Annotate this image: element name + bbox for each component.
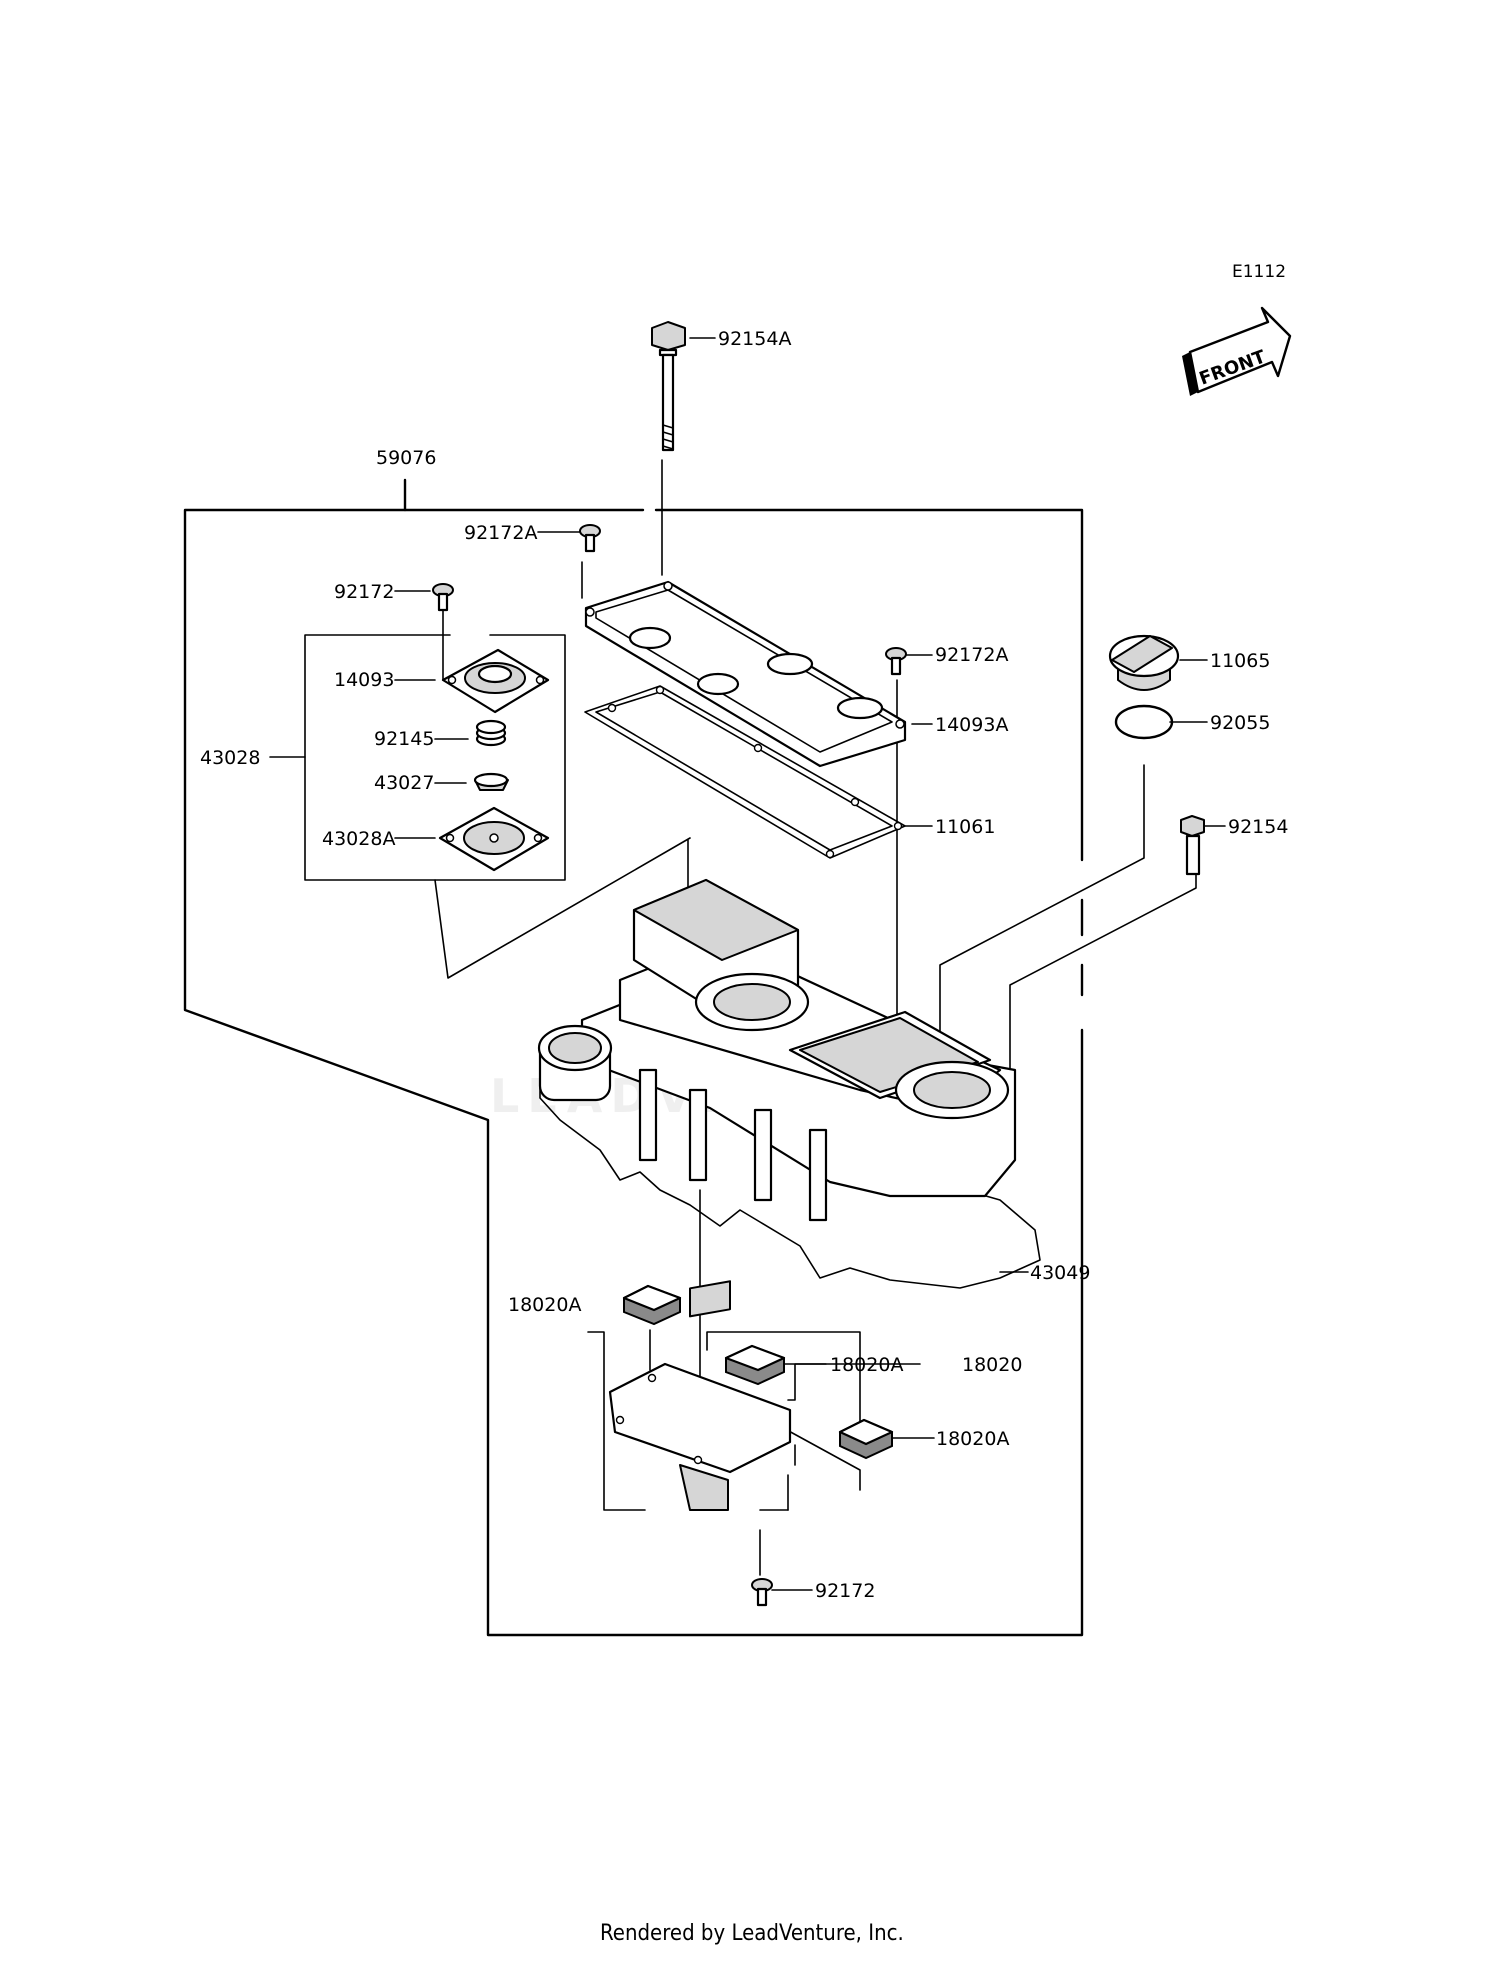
label-43049: 43049 <box>1030 1262 1090 1284</box>
label-43027: 43027 <box>374 772 434 794</box>
label-92172-left: 92172 <box>334 581 394 603</box>
label-14093A: 14093A <box>935 714 1008 736</box>
gasket-11061 <box>584 685 906 859</box>
front-arrow-icon: FRONT <box>1182 306 1292 396</box>
label-18020A-mid: 18020A <box>830 1354 903 1376</box>
label-11061: 11061 <box>935 816 995 838</box>
screw-92172A-right <box>885 647 907 676</box>
label-92172A-top: 92172A <box>464 522 537 544</box>
label-18020A-left: 18020A <box>508 1294 581 1316</box>
bracket-18020 <box>587 1331 921 1511</box>
label-18020A-low: 18020A <box>936 1428 1009 1450</box>
label-92145: 92145 <box>374 728 434 750</box>
footer-credit: Rendered by LeadVenture, Inc. <box>600 1921 904 1946</box>
label-43028A: 43028A <box>322 828 395 850</box>
bolt-92154 <box>1180 815 1205 876</box>
cylinder-head-cover <box>537 878 1017 1222</box>
baffle-plate-18020 <box>608 1280 792 1511</box>
pad-18020A-low <box>838 1418 894 1460</box>
diagram-code: E1112 <box>1232 262 1286 282</box>
o-ring-92055 <box>1114 704 1174 740</box>
reference-lines <box>394 337 1226 1591</box>
screw-92172-left <box>432 583 454 612</box>
label-14093: 14093 <box>334 669 394 691</box>
label-11065: 11065 <box>1210 650 1270 672</box>
label-18020: 18020 <box>962 1354 1022 1376</box>
oil-cap-11065 <box>1108 634 1180 691</box>
long-bolt-92154A <box>651 321 686 452</box>
pad-18020A-mid <box>724 1344 786 1386</box>
label-92172A-right: 92172A <box>935 644 1008 666</box>
assembly-bracket-59076 <box>183 478 1084 1637</box>
label-92154A: 92154A <box>718 328 791 350</box>
spring-92145 <box>475 719 507 747</box>
diaphragm-plate-43028A <box>438 806 550 872</box>
upper-plate-14093A <box>584 580 907 768</box>
label-59076: 59076 <box>376 447 436 469</box>
label-92172-bottom: 92172 <box>815 1580 875 1602</box>
label-92154: 92154 <box>1228 816 1288 838</box>
label-92055: 92055 <box>1210 712 1270 734</box>
cup-43027 <box>473 772 509 791</box>
breather-plate-14093 <box>441 648 550 714</box>
screw-92172A-top <box>579 524 601 553</box>
screw-92172-bottom <box>751 1578 773 1607</box>
label-43028: 43028 <box>200 747 260 769</box>
pad-18020A-left <box>622 1284 682 1326</box>
